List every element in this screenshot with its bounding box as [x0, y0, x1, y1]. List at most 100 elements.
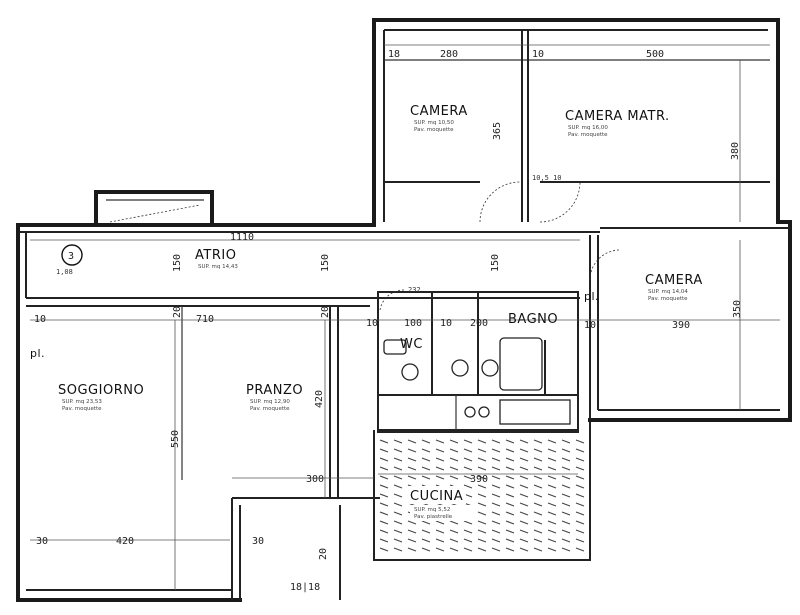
tile-hatch-stroke	[547, 484, 557, 489]
tile-hatch-stroke	[407, 529, 417, 534]
tile-hatch-stroke	[519, 547, 529, 552]
room-area: SUP. mq 16,00	[568, 125, 608, 131]
tile-hatch-stroke	[505, 448, 515, 453]
tile-hatch-stroke	[435, 475, 445, 480]
tile-hatch-stroke	[435, 547, 445, 552]
tile-hatch-stroke	[505, 484, 515, 489]
room-name: PRANZO	[246, 383, 303, 398]
tile-hatch-stroke	[449, 529, 459, 534]
outer-walls	[16, 18, 792, 602]
tile-hatch-stroke	[547, 529, 557, 534]
tile-hatch-stroke	[519, 493, 529, 498]
tile-hatch-stroke	[561, 484, 571, 489]
room-cucina: CUCINA SUP. mq 5,52 Pav. piastrelle	[404, 486, 474, 521]
tile-hatch-stroke	[533, 538, 543, 543]
tile-hatch-stroke	[449, 448, 459, 453]
tile-hatch-stroke	[575, 520, 585, 525]
tile-hatch-stroke	[561, 529, 571, 534]
kitchen-counter	[499, 399, 571, 425]
dim-atrio-1110: 1110	[230, 232, 254, 243]
tile-hatch-stroke	[533, 547, 543, 552]
tile-hatch-stroke	[421, 547, 431, 552]
tile-hatch-stroke	[505, 457, 515, 462]
tile-hatch-stroke	[463, 475, 473, 480]
tile-hatch-stroke	[379, 475, 389, 480]
room-soggiorno: SOGGIORNO SUP. mq 23,53 Pav. moquette	[58, 383, 144, 412]
dimension-lines	[30, 44, 780, 590]
tile-hatch-stroke	[477, 466, 487, 471]
tile-hatch-stroke	[421, 448, 431, 453]
tile-hatch-stroke	[575, 448, 585, 453]
section-marker-number: 3	[68, 251, 74, 262]
dim-pranzo-300: 300	[306, 474, 324, 485]
tile-hatch-stroke	[477, 538, 487, 543]
tile-hatch-stroke	[561, 502, 571, 507]
room-name: BAGNO	[508, 312, 558, 327]
tile-hatch-stroke	[463, 484, 473, 489]
tile-hatch-stroke	[547, 502, 557, 507]
tile-hatch-stroke	[533, 529, 543, 534]
tile-hatch-stroke	[435, 466, 445, 471]
tile-hatch-stroke	[533, 493, 543, 498]
tile-hatch-stroke	[477, 439, 487, 444]
room-floor: Pav. piastrelle	[414, 514, 453, 520]
tile-hatch-stroke	[547, 493, 557, 498]
tile-hatch-stroke	[575, 538, 585, 543]
dim-camera-350: 350	[732, 300, 743, 318]
tile-hatch-stroke	[519, 439, 529, 444]
dim-atrio-150b: 150	[320, 254, 331, 272]
room-name: WC	[400, 337, 423, 352]
tile-hatch-stroke	[561, 493, 571, 498]
dim-top-10: 10	[532, 49, 544, 60]
dim-mid-10d: 10	[584, 320, 596, 331]
tile-hatch-stroke	[393, 448, 403, 453]
tile-hatch-stroke	[519, 538, 529, 543]
tile-hatch-stroke	[547, 439, 557, 444]
dim-mid-20: 20	[172, 306, 183, 318]
tile-hatch-stroke	[519, 457, 529, 462]
tile-hatch-stroke	[547, 448, 557, 453]
tile-hatch-stroke	[477, 520, 487, 525]
tile-hatch-stroke	[505, 547, 515, 552]
room-name: CAMERA MATR.	[565, 109, 670, 124]
tile-hatch-stroke	[379, 538, 389, 543]
dim-top-18: 18	[388, 49, 400, 60]
section-marker: 3	[61, 244, 83, 266]
tile-hatch-stroke	[491, 538, 501, 543]
tile-hatch-stroke	[449, 547, 459, 552]
dim-top-500: 500	[646, 49, 664, 60]
tile-hatch-stroke	[491, 439, 501, 444]
tile-hatch-stroke	[491, 511, 501, 516]
tile-hatch-stroke	[505, 439, 515, 444]
tile-hatch-stroke	[547, 511, 557, 516]
tile-hatch-stroke	[519, 466, 529, 471]
dim-left-550: 550	[170, 430, 181, 448]
tile-hatch-stroke	[393, 520, 403, 525]
tile-hatch-stroke	[491, 475, 501, 480]
room-floor: Pav. moquette	[648, 296, 688, 302]
room-floor: Pav. moquette	[414, 127, 454, 133]
tile-hatch-stroke	[421, 439, 431, 444]
room-name: SOGGIORNO	[58, 383, 144, 398]
tile-hatch-stroke	[421, 538, 431, 543]
tile-hatch-stroke	[421, 475, 431, 480]
tile-hatch-stroke	[407, 448, 417, 453]
tile-hatch-stroke	[533, 520, 543, 525]
tile-hatch-stroke	[477, 448, 487, 453]
tile-hatch-stroke	[463, 520, 473, 525]
tile-hatch-stroke	[379, 547, 389, 552]
dim-pranzo-420: 420	[314, 390, 325, 408]
dim-atrio-150c: 150	[490, 254, 501, 272]
tile-hatch-stroke	[491, 502, 501, 507]
bidet	[481, 359, 499, 377]
tile-hatch-stroke	[575, 484, 585, 489]
tile-hatch-stroke	[435, 448, 445, 453]
tile-hatch-stroke	[407, 547, 417, 552]
tile-hatch-stroke	[547, 457, 557, 462]
tile-hatch-stroke	[575, 511, 585, 516]
tile-hatch-stroke	[533, 511, 543, 516]
door-swings	[109, 181, 621, 311]
kitchen-tile-hatching	[379, 439, 585, 552]
tile-hatch-stroke	[407, 457, 417, 462]
dim-top-280: 280	[440, 49, 458, 60]
